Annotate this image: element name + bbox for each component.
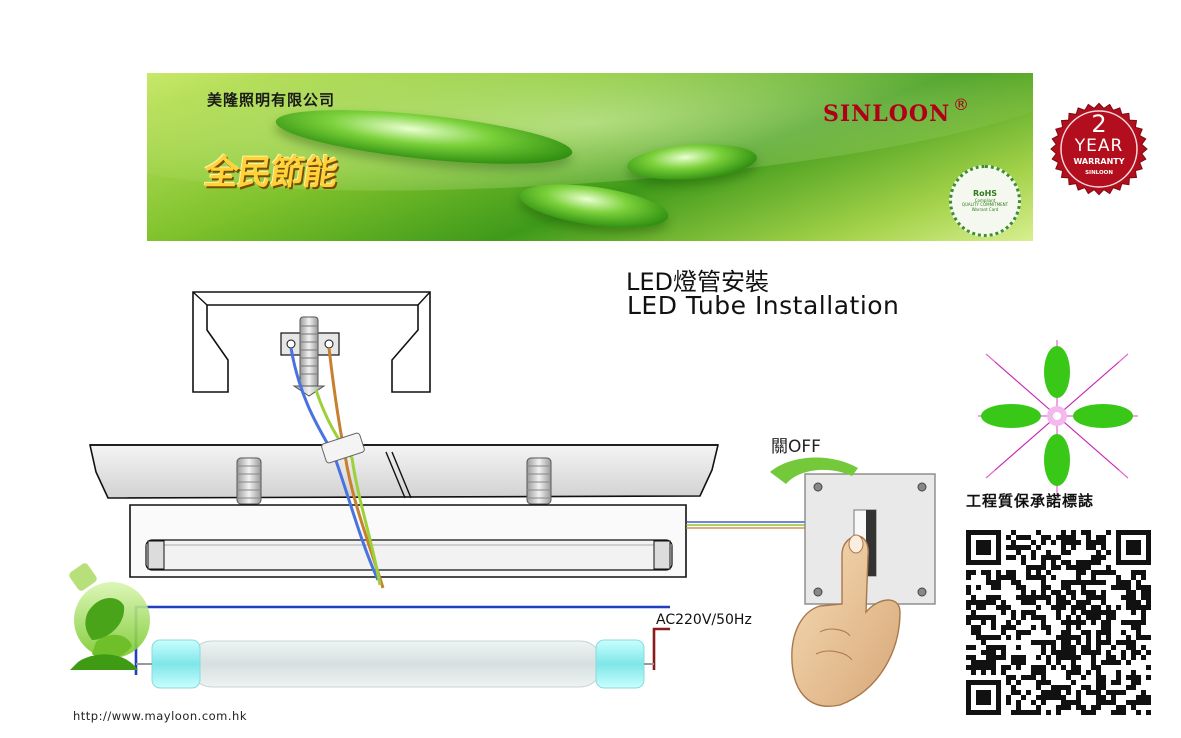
warranty-year: YEAR <box>1074 136 1124 156</box>
warranty-number: 2 <box>1091 110 1107 138</box>
registered-mark: ® <box>953 95 969 114</box>
banner: 美隆照明有限公司 全民節能 SINLOON ® RoHS Compliant Q… <box>147 73 1033 241</box>
qr-code[interactable] <box>966 530 1151 715</box>
fixture-housing <box>89 444 720 578</box>
mount-wires <box>289 347 412 589</box>
warranty-badge: 2 YEAR WARRANTY SINLOON <box>1047 100 1151 198</box>
rohs-title: RoHS <box>972 189 998 199</box>
hand-icon <box>791 534 901 707</box>
rohs-badge: RoHS Compliant QUALITY COMMITMENT Warran… <box>949 165 1021 237</box>
brand-logo: SINLOON <box>823 101 951 127</box>
quality-mark-label: 工程質保承諾標誌 <box>966 492 1095 510</box>
heading-english: LED Tube Installation <box>627 291 900 320</box>
warranty-brand: SINLOON <box>1085 170 1113 176</box>
quality-flower-icon <box>978 340 1138 496</box>
heading-chinese: LED燈管安裝 <box>626 268 770 296</box>
company-name: 美隆照明有限公司 <box>207 91 336 109</box>
seal-icon <box>1050 102 1148 196</box>
power-spec-label: AC220V/50Hz <box>656 612 752 628</box>
switch-wires <box>686 521 806 529</box>
rohs-line2: QUALITY COMMITMENT <box>961 202 1009 208</box>
eco-bulb-icon <box>69 563 150 670</box>
led-tube <box>136 639 654 689</box>
warranty-text: WARRANTY <box>1073 157 1125 166</box>
website-link[interactable]: http://www.mayloon.com.hk <box>73 709 247 723</box>
rohs-line1: Compliant <box>974 197 996 203</box>
rohs-line3: Warrant Card <box>971 206 999 212</box>
switch-off-label: 關OFF <box>771 437 821 457</box>
